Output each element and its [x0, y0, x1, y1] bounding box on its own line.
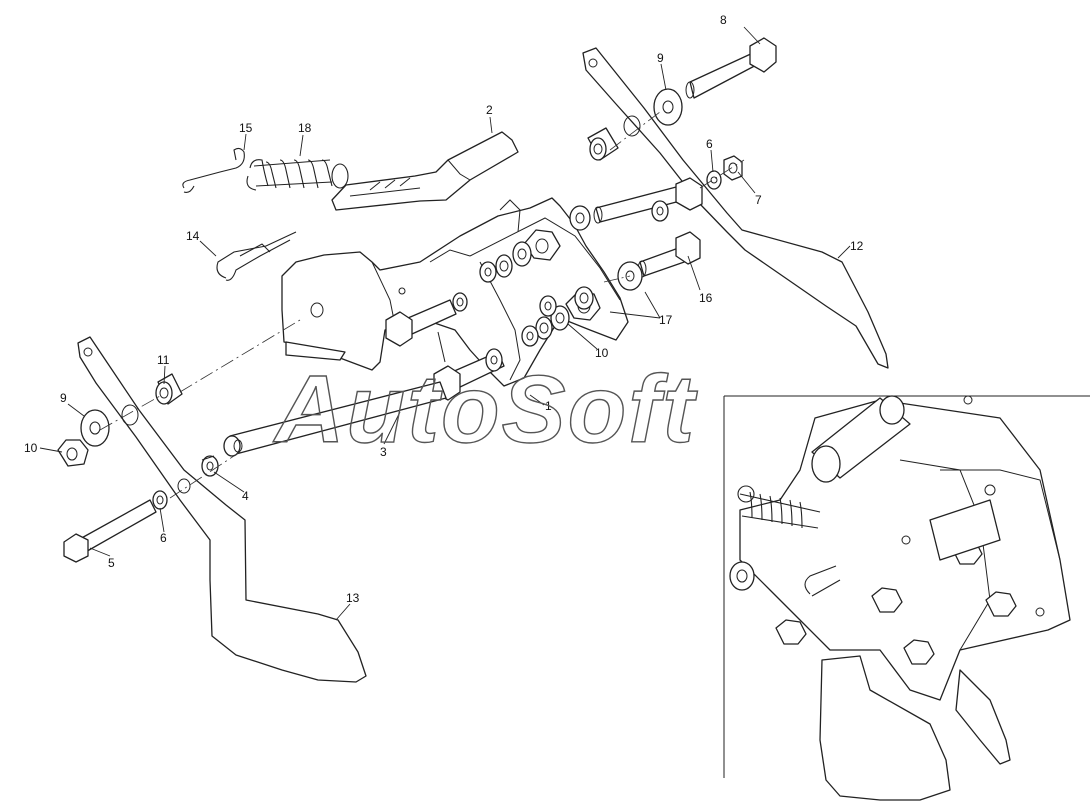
washer-9-upper — [653, 88, 683, 126]
watermark: AutoSoft — [273, 356, 698, 463]
axle-3 — [223, 381, 447, 457]
washer-mid-upper — [569, 200, 669, 231]
nut-7 — [723, 155, 743, 181]
nut-stack-upper — [479, 229, 561, 283]
bolt-left-lower — [433, 348, 505, 401]
cotter-pin-14 — [216, 231, 297, 281]
callout-6-upper: 6 — [706, 137, 713, 151]
callout-15: 15 — [239, 121, 253, 135]
center-lines — [99, 111, 745, 499]
bolt-mid-upper — [593, 177, 703, 224]
callout-4: 4 — [242, 489, 249, 503]
clip-pin-15 — [182, 147, 245, 193]
bolt-16 — [637, 231, 701, 278]
bolt-left-upper — [385, 292, 468, 347]
callout-13: 13 — [346, 591, 360, 605]
callout-8: 8 — [720, 13, 727, 27]
callout-9-lower: 9 — [60, 391, 67, 405]
callout-14: 14 — [186, 229, 200, 243]
callout-1: 1 — [545, 399, 552, 413]
callout-6-lower: 6 — [160, 531, 167, 545]
callout-17: 17 — [659, 313, 673, 327]
bolt-8 — [685, 37, 777, 99]
pedal-lever-13 — [77, 336, 367, 683]
callout-16: 16 — [699, 291, 713, 305]
callout-9-upper: 9 — [657, 51, 664, 65]
nut-stack-lower — [521, 286, 601, 347]
callout-3: 3 — [380, 445, 387, 459]
leader-lines — [39, 26, 851, 621]
washer-9-lower — [80, 409, 110, 447]
pedal-pad-2 — [331, 131, 519, 211]
callout-11: 11 — [157, 353, 170, 367]
bushing-upper — [587, 127, 619, 161]
callout-labels: 8 9 2 18 15 6 7 12 14 16 17 10 1 3 11 9 … — [24, 13, 864, 605]
callout-18: 18 — [298, 121, 312, 135]
assembly-inset-view — [723, 395, 1090, 801]
callout-7: 7 — [755, 193, 762, 207]
callout-5: 5 — [108, 556, 115, 570]
callout-10-upper: 10 — [595, 346, 609, 360]
bushing-11 — [155, 373, 183, 405]
callout-2: 2 — [486, 103, 493, 117]
return-spring-18 — [246, 159, 349, 191]
washer-6-upper — [706, 170, 722, 190]
nut-10-lower — [57, 439, 89, 467]
bolt-5 — [63, 499, 157, 563]
callout-12: 12 — [850, 239, 864, 253]
callout-10-lower: 10 — [24, 441, 38, 455]
washer-6-lower — [152, 490, 168, 510]
